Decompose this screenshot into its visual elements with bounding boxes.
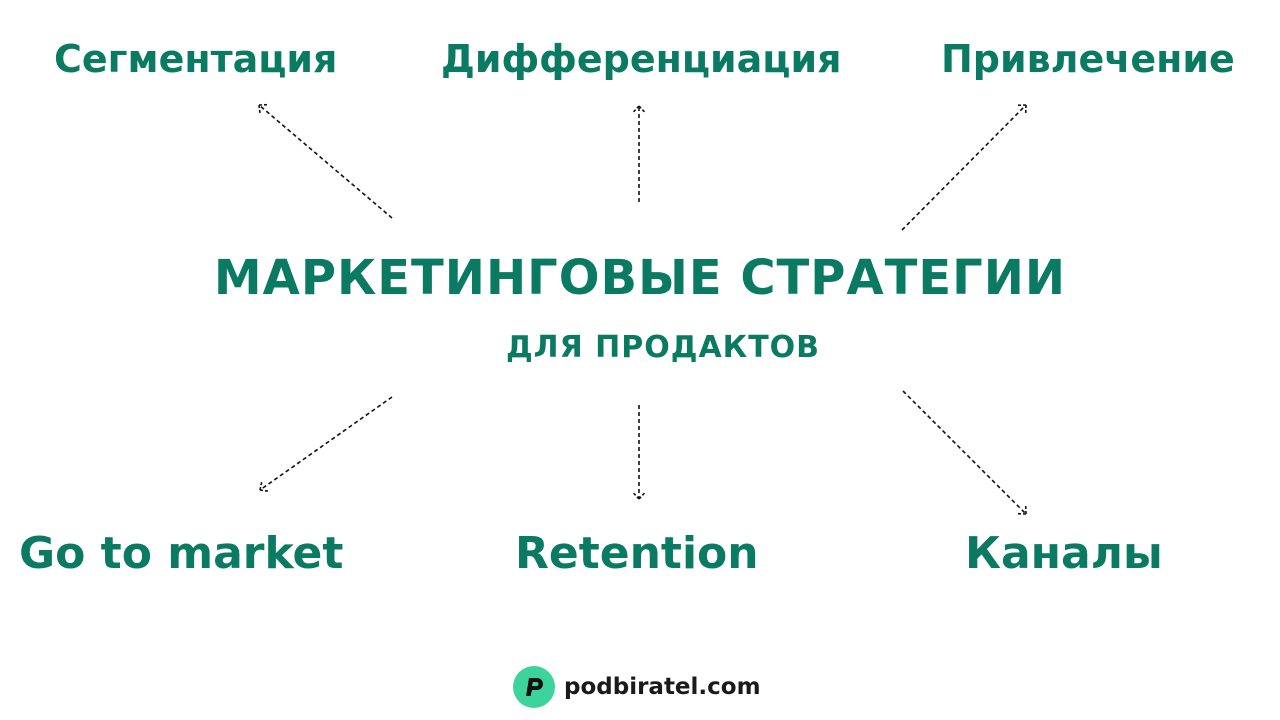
arrow-to-acquisition: [901, 104, 1027, 231]
label-go-to-market: Go to market: [19, 528, 344, 579]
label-segmentation: Сегментация: [54, 37, 338, 81]
diagram-title: МАРКЕТИНГОВЫЕ СТРАТЕГИИ: [213, 250, 1067, 306]
arrow-to-go-to-market: [259, 396, 393, 492]
arrow-to-retention: [632, 405, 646, 500]
podbiratel-logo-icon: [513, 666, 555, 708]
arrow-to-segmentation: [258, 103, 393, 219]
footer-logo: podbiratel.com: [513, 666, 761, 708]
site-name: podbiratel.com: [564, 674, 761, 700]
label-differentiation: Дифференциация: [441, 37, 842, 81]
label-acquisition: Привлечение: [941, 37, 1235, 81]
diagram-subtitle: ДЛЯ ПРОДАКТОВ: [505, 330, 821, 365]
arrow-to-channels: [902, 390, 1027, 515]
label-retention: Retention: [515, 528, 759, 579]
label-channels: Каналы: [965, 528, 1163, 579]
arrow-to-differentiation: [632, 105, 646, 202]
